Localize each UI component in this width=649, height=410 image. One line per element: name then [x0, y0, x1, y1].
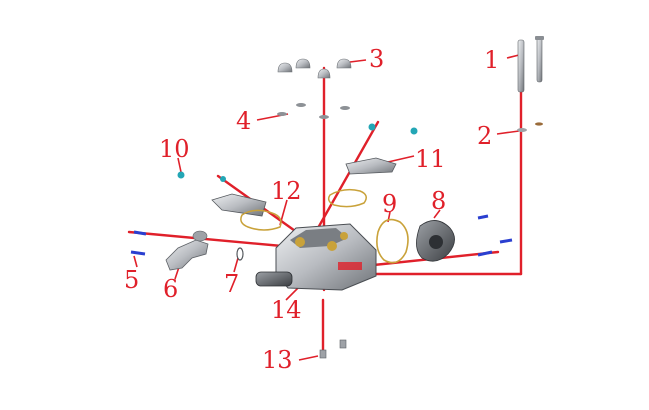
callout-6: 6	[163, 275, 178, 303]
plug-icon	[319, 339, 347, 359]
leader-lines	[127, 40, 523, 361]
pointer-8	[433, 209, 441, 219]
cylinder-head-icon	[275, 223, 377, 291]
gasket-icon	[240, 188, 367, 231]
pointer-7	[233, 257, 239, 273]
pointer-2	[496, 130, 520, 135]
callout-12: 12	[271, 177, 302, 205]
cap-nut-icon	[277, 58, 352, 79]
bolt-icon	[133, 214, 513, 257]
leader-diagonal-top	[316, 120, 380, 230]
cover-plate-icon	[345, 157, 397, 175]
plug-icon	[255, 271, 293, 287]
callout-5: 5	[124, 266, 139, 294]
washer-icon	[517, 122, 543, 132]
callout-2: 2	[477, 122, 492, 150]
pointer-3	[349, 59, 367, 63]
callout-3: 3	[369, 45, 384, 73]
callout-14: 14	[271, 296, 302, 324]
oring-icon	[376, 218, 409, 264]
callout-8: 8	[431, 187, 446, 215]
pointer-1	[506, 54, 520, 59]
callout-1: 1	[484, 46, 499, 74]
callout-7: 7	[224, 270, 239, 298]
washer-icon	[277, 103, 350, 119]
callout-13: 13	[262, 346, 293, 374]
callout-9: 9	[382, 190, 397, 218]
oring-icon	[236, 247, 244, 261]
bolt-icon	[130, 250, 146, 256]
cover-plate-icon	[211, 193, 267, 217]
callout-4: 4	[236, 107, 251, 135]
pointer-10	[177, 157, 182, 173]
callout-10: 10	[159, 135, 190, 163]
pointer-13	[298, 355, 319, 361]
pointer-5	[133, 255, 138, 268]
cover-plate-icon	[416, 220, 455, 262]
callout-labels: 1 2 3 4 5 6 7 8 9 10 11 12 13 14	[124, 45, 499, 374]
pointer-11	[387, 155, 415, 163]
callout-11: 11	[415, 145, 446, 173]
thermostat-housing-icon	[165, 230, 209, 271]
stud-bolt-icon	[517, 36, 544, 93]
plug-icon	[177, 123, 418, 182]
